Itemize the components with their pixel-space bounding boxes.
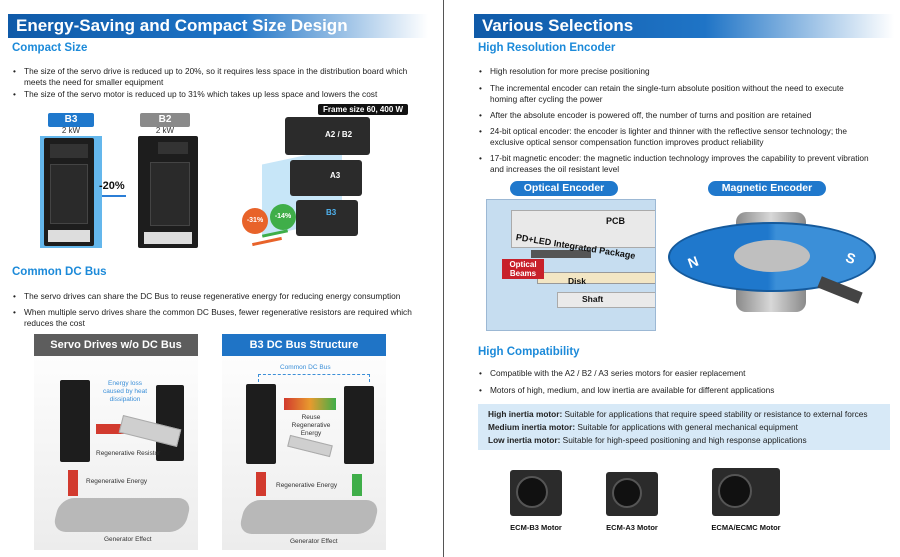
generator-label: Generator Effect — [104, 536, 152, 543]
ecma-ecmc-caption: ECMA/ECMC Motor — [711, 523, 781, 532]
optical-beams-label: Optical Beams — [502, 259, 544, 279]
compact-bullet-1: The size of the servo drive is reduced u… — [12, 66, 412, 87]
motor-a3-label: A3 — [330, 171, 341, 180]
b3-label: B3 — [48, 113, 94, 127]
left-banner: Energy-Saving and Compact Size Design — [8, 14, 428, 38]
panel2-down-arrow-icon — [352, 474, 362, 496]
b2-drive-image — [138, 136, 198, 248]
badge-14-icon: -14% — [270, 204, 296, 230]
page-divider — [443, 0, 444, 557]
ecm-b3-motor-image — [510, 470, 562, 516]
badge-31-icon: -31% — [242, 208, 268, 234]
up-arrow-icon — [68, 470, 78, 496]
common-dcbus-label: Common DC Bus — [280, 364, 331, 371]
panel2-drive-right — [344, 386, 374, 464]
regen-resistor-label: Regenerative Resistor — [96, 450, 161, 457]
magnet-ring-image — [668, 222, 876, 292]
motor-a3-image — [290, 160, 362, 196]
motor-arrow-orange-icon — [252, 236, 282, 247]
reuse-label: Reuse Regenerative Energy — [291, 414, 331, 437]
panel2-up-arrow-icon — [256, 472, 266, 496]
pcb-label: PCB — [606, 216, 626, 226]
ecm-a3-caption: ECM-A3 Motor — [606, 523, 658, 532]
b3-power: 2 kW — [61, 126, 81, 135]
motor-a2-b2-label: A2 / B2 — [325, 130, 353, 139]
ecm-b3-caption: ECM-B3 Motor — [510, 523, 562, 532]
encoder-bullet-5: 17-bit magnetic encoder: the magnetic in… — [478, 153, 878, 174]
inertia-medium: Medium inertia motor: Suitable for appli… — [488, 422, 798, 432]
encoder-bullet-4: 24-bit optical encoder: the encoder is l… — [478, 126, 878, 147]
optical-encoder-diagram — [486, 199, 656, 331]
energy-loss-label: Energy loss caused by heat dissipation — [102, 380, 148, 403]
panel1-drive-right — [156, 385, 184, 461]
panel2-regen-label: Regenerative Energy — [276, 482, 338, 489]
generator-belt-image — [51, 498, 193, 532]
magnetic-encoder-title: Magnetic Encoder — [708, 181, 826, 196]
ecm-a3-motor-image — [606, 472, 658, 516]
compat-heading: High Compatibility — [478, 346, 580, 358]
motor-b3-image — [296, 200, 358, 236]
reduction-label: -20% — [99, 180, 125, 192]
encoder-bullet-3: After the absolute encoder is powered of… — [478, 110, 878, 121]
b2-label: B2 — [140, 113, 190, 127]
compat-bullet-1: Compatible with the A2 / B2 / A3 series … — [478, 368, 878, 379]
dcbus-bullet-2: When multiple servo drives share the com… — [12, 307, 412, 328]
panel2-drive-left — [246, 384, 276, 464]
panel-dcbus-title: B3 DC Bus Structure — [222, 334, 386, 356]
panel1-drive-left — [60, 380, 90, 462]
right-banner: Various Selections — [474, 14, 894, 38]
regen-energy-label: Regenerative Energy — [86, 478, 148, 485]
inertia-low: Low inertia motor: Suitable for high-spe… — [488, 435, 807, 445]
motor-a2-b2-image — [285, 117, 370, 155]
b3-drive-image — [44, 138, 94, 246]
inertia-high: High inertia motor: Suitable for applica… — [488, 409, 868, 419]
dcbus-heading: Common DC Bus — [12, 266, 107, 278]
b2-power: 2 kW — [155, 126, 175, 135]
red-arrow-icon — [96, 424, 136, 434]
dcbus-dashed-line — [258, 374, 370, 382]
reduction-arrow-icon — [102, 195, 126, 197]
frame-size-label: Frame size 60, 400 W — [318, 104, 409, 115]
panel2-belt-image — [237, 500, 381, 534]
disk-label: Disk — [568, 276, 586, 286]
encoder-bullet-2: The incremental encoder can retain the s… — [478, 83, 873, 104]
reuse-arrows-icon — [284, 398, 336, 410]
dcbus-bullet-1: The servo drives can share the DC Bus to… — [12, 291, 432, 302]
compat-bullet-2: Motors of high, medium, and low inertia … — [478, 385, 878, 396]
panel-no-dcbus-title: Servo Drives w/o DC Bus — [34, 334, 198, 356]
inertia-box — [478, 404, 890, 450]
panel2-generator-label: Generator Effect — [290, 538, 338, 545]
shaft-label: Shaft — [582, 294, 604, 304]
encoder-heading: High Resolution Encoder — [478, 42, 616, 54]
compact-size-heading: Compact Size — [12, 42, 88, 54]
encoder-bullet-1: High resolution for more precise positio… — [478, 66, 878, 77]
compact-bullet-2: The size of the servo motor is reduced u… — [12, 89, 422, 100]
optical-encoder-title: Optical Encoder — [510, 181, 618, 196]
ecma-ecmc-motor-image — [712, 468, 780, 516]
motor-b3-label: B3 — [326, 208, 337, 217]
